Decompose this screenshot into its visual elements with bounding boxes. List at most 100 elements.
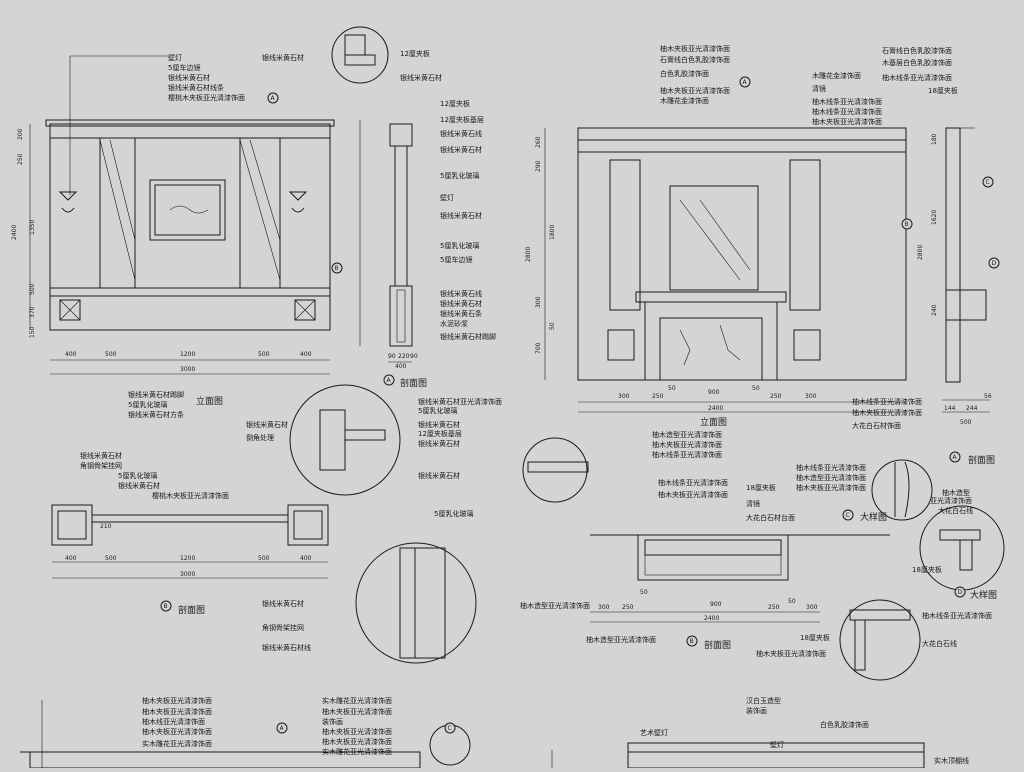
label: 银线米黄石材方条 <box>128 410 184 419</box>
annotation-text: 5厘乳化玻璃 <box>434 509 473 518</box>
section-marker-b <box>686 635 698 647</box>
detail-circle <box>839 599 921 681</box>
annotation-text: 柚木夹板亚光清漆饰面 <box>812 117 882 126</box>
stone-panel <box>134 137 241 289</box>
annotation-text: 柚木造型亚光清漆饰面 <box>796 473 866 482</box>
annotation-text: 柚木造型亚光清漆饰面 <box>586 635 656 644</box>
annotation-text: 大花白石材饰面 <box>852 421 901 430</box>
annotation-text: 柚木线条亚光清漆饰面 <box>796 463 866 472</box>
mirror <box>669 185 759 291</box>
glass-hatch <box>109 139 136 241</box>
annotation-text: 柚木线条亚光清漆饰面 <box>922 611 992 620</box>
annotation-text: D <box>992 260 997 267</box>
annotation-text: 12厘夹板基层 <box>440 115 484 124</box>
section-marker-a <box>739 76 751 88</box>
annotation-text: 柚木线亚光清漆饰面 <box>142 717 205 726</box>
detail-circle <box>871 459 933 521</box>
annotation-text: 3000 <box>180 366 195 373</box>
annotation-text: 艺术壁灯 <box>640 728 668 737</box>
annotation-text: 柚木线条亚光清漆饰面 <box>652 450 722 459</box>
annotation-text: A <box>743 79 748 86</box>
section-base <box>389 285 413 347</box>
section-marker-a <box>383 374 395 386</box>
annotation-text: 250 <box>17 153 24 165</box>
annotation-text: 装饰画 <box>746 706 767 715</box>
annotation-text: 樱桃木夹板亚光清漆饰面 <box>152 491 229 500</box>
annotation-text: 水泥砂浆 <box>440 319 468 328</box>
label: 银线米黄石材线条 <box>168 83 224 92</box>
right-plan: 柚木线条亚光清漆饰面 柚木夹板亚光清漆饰面 18厘夹板 清镜 大花白石材台面 3… <box>520 437 890 658</box>
annotation-text: 400 <box>395 363 407 370</box>
wall-lamp-icon <box>288 191 308 213</box>
picture-frame <box>149 179 226 241</box>
annotation-text: 银线米黄石材 <box>418 420 460 429</box>
annotation-text: 5厘乳化玻璃 <box>440 171 479 180</box>
side-mantel <box>945 289 987 321</box>
label: 5厘乳化玻璃 <box>128 400 167 409</box>
annotation-text: 2800 <box>917 245 924 260</box>
annotation-text: 50 <box>668 385 676 392</box>
annotation-text: 白色乳胶漆饰面 <box>820 720 869 729</box>
annotation-text: 210 <box>100 523 112 530</box>
detail-circle <box>355 542 477 664</box>
annotation-text: C <box>448 725 452 732</box>
annotation-text: 250 <box>652 393 664 400</box>
glass-hatch <box>99 139 136 281</box>
annotation-text: 50 <box>640 589 648 596</box>
annotation-text: 18厘夹板 <box>928 86 958 95</box>
annotation-text: 244 <box>966 405 978 412</box>
annotation-text: D <box>958 589 963 596</box>
detail-circle <box>522 437 588 503</box>
annotation-text: 300 <box>805 393 817 400</box>
annotation-text: 1620 <box>931 210 938 225</box>
base-band <box>49 287 331 297</box>
annotation-text: C <box>846 512 850 519</box>
detail-callout-top: 12厘夹板 银线米黄石材 银线米黄石材 <box>262 26 442 84</box>
annotation-text: 柚木夹板亚光清漆饰面 <box>756 649 826 658</box>
annotation-text: 银线米黄石线 <box>440 129 482 138</box>
annotation-text: 500 <box>258 555 270 562</box>
detail-c: 柚木线条亚光清漆饰面 柚木造型亚光清漆饰面 柚木夹板亚光清漆饰面 C 大样图 柚… <box>796 459 1005 601</box>
left-elevation <box>29 119 335 375</box>
side-body <box>945 127 961 383</box>
annotation-text: 300 <box>806 604 818 611</box>
section-marker-a <box>267 92 279 104</box>
annotation-text: 剖面图 <box>400 377 427 389</box>
annotation-text: A <box>387 377 392 384</box>
annotation-text: 柚木线条亚光清漆饰面 <box>852 397 922 406</box>
annotation-text: 5厘乳化玻璃 <box>440 241 479 250</box>
picture-motif <box>169 205 209 214</box>
annotation-text: 银线米黄石材 <box>418 439 460 448</box>
detail-d: 柚木线条亚光清漆饰面 18厘夹板 大花白石线 <box>800 599 992 681</box>
annotation-text: 倒角处理 <box>246 433 274 442</box>
annotation-text: 壁灯 <box>770 740 784 749</box>
annotation-text: 实木顶棚线 <box>934 756 969 765</box>
annotation-text: 12厘夹板 <box>440 99 470 108</box>
annotation-text: 石膏线白色乳胶漆饰面 <box>660 55 730 64</box>
annotation-text: 300 <box>618 393 630 400</box>
annotation-text: 柚木线条亚光清漆饰面 <box>658 478 728 487</box>
annotation-text: 银线米黄石材 <box>262 599 304 608</box>
annotation-text: 银线米黄石材踢脚 <box>440 332 496 341</box>
annotation-text: 400 <box>300 351 312 358</box>
base-block <box>294 299 316 321</box>
annotation-text: B <box>164 603 168 610</box>
annotation-text: 柚木夹板亚光清漆饰面 <box>796 483 866 492</box>
annotation-text: 银线米黄石材线 <box>262 643 311 652</box>
annotation-text: 剖面图 <box>968 454 995 466</box>
annotation-text: 50 <box>549 322 556 330</box>
picture-inner <box>154 184 221 236</box>
annotation-text: 石膏线白色乳胶漆饰面 <box>882 46 952 55</box>
annotation-text: 240 <box>931 304 938 316</box>
glass-hatch <box>249 139 281 241</box>
plan-column-right <box>287 504 329 546</box>
annotation-text: 银线米黄石材 <box>400 73 442 82</box>
annotation-text: 400 <box>65 555 77 562</box>
right-elevation <box>544 127 907 413</box>
bottom-left-elevation: 柚木夹板亚光清漆饰面 柚木夹板亚光清漆饰面 柚木线亚光清漆饰面 柚木夹板亚光清漆… <box>20 696 471 769</box>
annotation-text: B <box>690 638 694 645</box>
plan-hearth <box>637 534 789 581</box>
annotation-text: 汉白玉造型 <box>746 696 781 705</box>
annotation-text: 220 <box>398 353 410 360</box>
annotation-text: 柚木夹板亚光清漆饰面 <box>142 707 212 716</box>
